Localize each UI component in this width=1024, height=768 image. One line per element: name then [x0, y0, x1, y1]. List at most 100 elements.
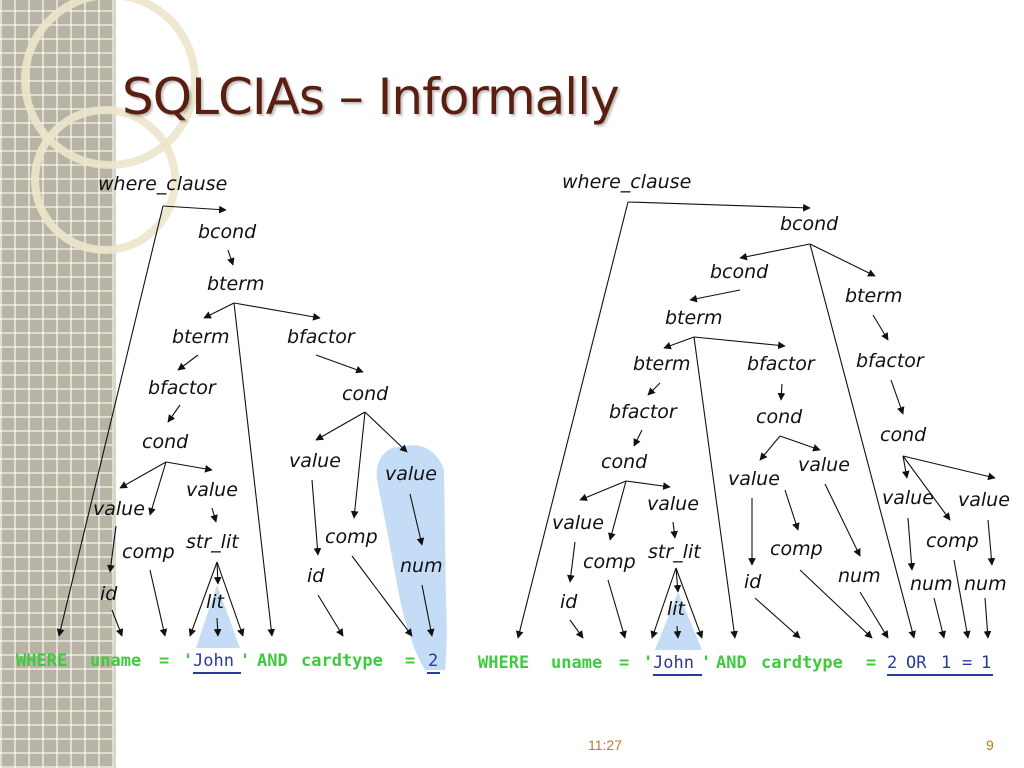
node-value: value — [728, 468, 780, 490]
node-bterm: bterm — [207, 273, 265, 295]
kw-and: AND — [716, 653, 747, 673]
edge — [953, 559, 971, 639]
edge — [56, 205, 164, 637]
edge — [569, 619, 584, 639]
left-edges — [56, 205, 435, 637]
node-id: id — [560, 591, 578, 613]
edge — [315, 411, 366, 441]
node-value: value — [552, 512, 604, 534]
edge — [162, 205, 227, 214]
edge — [351, 555, 413, 637]
edge — [311, 479, 322, 556]
node-num: num — [838, 565, 881, 587]
edge — [907, 517, 916, 571]
lit-two: 2 — [428, 651, 438, 671]
node-bcond: bcond — [198, 221, 257, 243]
edge — [693, 336, 786, 350]
node-num: num — [964, 573, 1007, 595]
slide-title: SQLCIAs – Informally — [122, 68, 620, 126]
left-parse-tree: where_clause bcond bterm bterm bfactor b… — [16, 173, 447, 674]
edge — [227, 249, 235, 266]
edge — [421, 584, 435, 637]
kw-uname: uname — [90, 651, 141, 671]
node-num: num — [910, 573, 953, 595]
edge — [210, 507, 218, 523]
edge — [315, 354, 364, 374]
edge — [675, 567, 704, 639]
edge — [627, 201, 811, 212]
edge — [650, 567, 677, 639]
edge — [689, 289, 741, 303]
node-cond: cond — [756, 406, 803, 428]
node-value: value — [958, 489, 1010, 511]
node-cond: cond — [142, 431, 189, 453]
node-bterm: bterm — [633, 353, 691, 375]
edge — [777, 383, 786, 401]
edge — [902, 455, 951, 521]
edge — [165, 461, 213, 473]
edge — [107, 525, 117, 573]
node-value: value — [289, 450, 341, 472]
node-value: value — [385, 463, 437, 485]
node-num: num — [400, 555, 443, 577]
edge — [670, 521, 678, 539]
node-id: id — [100, 583, 118, 605]
node-bterm: bterm — [665, 307, 723, 329]
edge — [983, 597, 992, 639]
node-bfactor: bfactor — [148, 377, 217, 399]
edge — [364, 411, 408, 453]
edge — [673, 625, 682, 639]
edge — [216, 561, 245, 637]
lit-one: 1 — [941, 653, 951, 673]
edge — [784, 489, 800, 531]
edge — [567, 541, 576, 583]
edge — [213, 617, 222, 637]
edge — [824, 483, 861, 557]
node-id: id — [307, 565, 325, 587]
node-bfactor: bfactor — [287, 326, 356, 348]
edge — [167, 404, 181, 423]
node-bfactor: bfactor — [747, 353, 816, 375]
edge — [902, 455, 996, 481]
node-id: id — [744, 571, 762, 593]
node-where-clause: where_clause — [98, 173, 227, 195]
edge — [859, 591, 889, 639]
decorative-rings — [21, 0, 199, 254]
edge — [233, 302, 276, 637]
edge — [901, 455, 910, 479]
right-edges — [515, 201, 996, 639]
node-value: value — [647, 493, 699, 515]
node-str-lit: str_lit — [648, 541, 702, 563]
edge — [673, 567, 682, 593]
edge — [350, 411, 366, 519]
kw-cardtype: cardtype — [761, 653, 843, 673]
edge — [233, 302, 321, 321]
kw-uname: uname — [551, 653, 602, 673]
edge — [213, 561, 222, 585]
lit-eq: = — [962, 653, 972, 673]
edge — [317, 594, 344, 637]
left-sql-query: WHERE uname = ' John ' AND cardtype = 2 — [16, 651, 440, 674]
edge — [203, 302, 235, 319]
edge — [515, 201, 629, 639]
kw-eq: = — [405, 651, 415, 671]
edge — [809, 243, 876, 277]
edge — [779, 435, 821, 452]
footer-time: 11:27 — [588, 737, 622, 753]
node-value: value — [93, 498, 145, 520]
edge — [633, 429, 643, 447]
node-comp: comp — [926, 530, 979, 552]
kw-quote-close: ' — [240, 651, 250, 671]
edge — [933, 597, 947, 639]
node-lit: lit — [206, 591, 226, 613]
kw-where: WHERE — [478, 653, 529, 673]
kw-cardtype: cardtype — [301, 651, 383, 671]
highlight-left-john — [196, 585, 240, 648]
edge — [663, 336, 695, 350]
edge — [177, 354, 199, 371]
node-comp: comp — [325, 526, 378, 548]
node-bterm: bterm — [172, 326, 230, 348]
ring-large — [21, 0, 199, 169]
ring-small — [31, 106, 179, 254]
